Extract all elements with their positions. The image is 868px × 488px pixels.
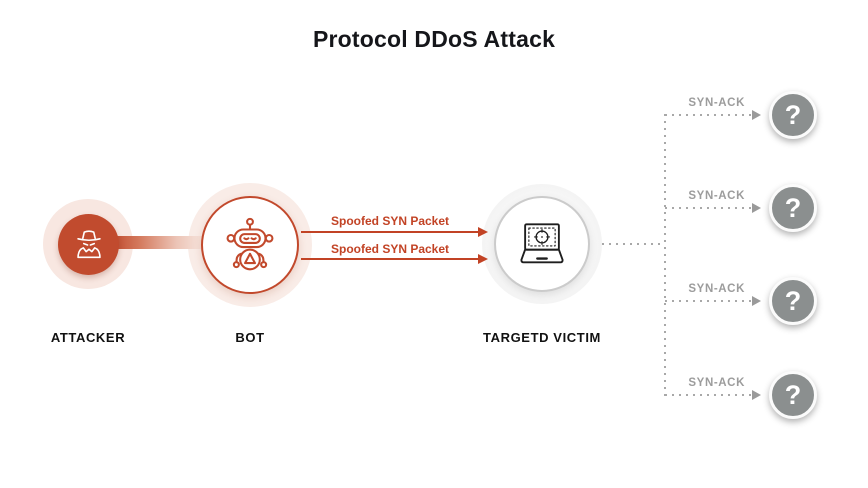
- arrowhead-icon: [752, 390, 761, 400]
- dotted-branch-line: [665, 300, 751, 302]
- question-mark: ?: [784, 192, 802, 223]
- syn-ack-label-1: SYN-ACK: [688, 97, 745, 109]
- dotted-branch-line: [665, 114, 751, 116]
- dotted-branch-line: [665, 207, 751, 209]
- question-mark: ?: [784, 99, 802, 130]
- question-mark: ?: [784, 379, 802, 410]
- syn-ack-label-4: SYN-ACK: [688, 377, 745, 389]
- victim-label: TARGETD VICTIM: [483, 330, 601, 345]
- syn-ack-label-3: SYN-ACK: [688, 283, 745, 295]
- bot-label: BOT: [235, 330, 265, 345]
- victim-outbound-dotted-line: [602, 243, 664, 245]
- spoofed-syn-label-2: Spoofed SYN Packet: [330, 242, 450, 256]
- laptop-target-icon: [512, 220, 572, 268]
- arrowhead-icon: [752, 203, 761, 213]
- dotted-branch-line: [665, 394, 751, 396]
- spy-icon: [70, 226, 108, 264]
- attacker-label: ATTACKER: [50, 330, 126, 345]
- syn-ack-label-2: SYN-ACK: [688, 190, 745, 202]
- unknown-host-node: ?: [769, 277, 817, 325]
- spoofed-syn-arrow-1: [301, 231, 479, 233]
- robot-icon: [219, 214, 281, 276]
- attacker-node: [58, 214, 119, 275]
- unknown-host-node: ?: [769, 91, 817, 139]
- attacker-bot-connector: [112, 236, 204, 249]
- arrowhead-icon: [478, 254, 488, 264]
- unknown-host-node: ?: [769, 371, 817, 419]
- victim-node: [494, 196, 590, 292]
- dotted-trunk-line: [664, 114, 666, 397]
- spoofed-syn-label-1: Spoofed SYN Packet: [330, 214, 450, 228]
- bot-node: [201, 196, 299, 294]
- unknown-host-node: ?: [769, 184, 817, 232]
- arrowhead-icon: [752, 296, 761, 306]
- arrowhead-icon: [752, 110, 761, 120]
- question-mark: ?: [784, 285, 802, 316]
- spoofed-syn-arrow-2: [301, 258, 479, 260]
- arrowhead-icon: [478, 227, 488, 237]
- diagram-title: Protocol DDoS Attack: [312, 26, 556, 52]
